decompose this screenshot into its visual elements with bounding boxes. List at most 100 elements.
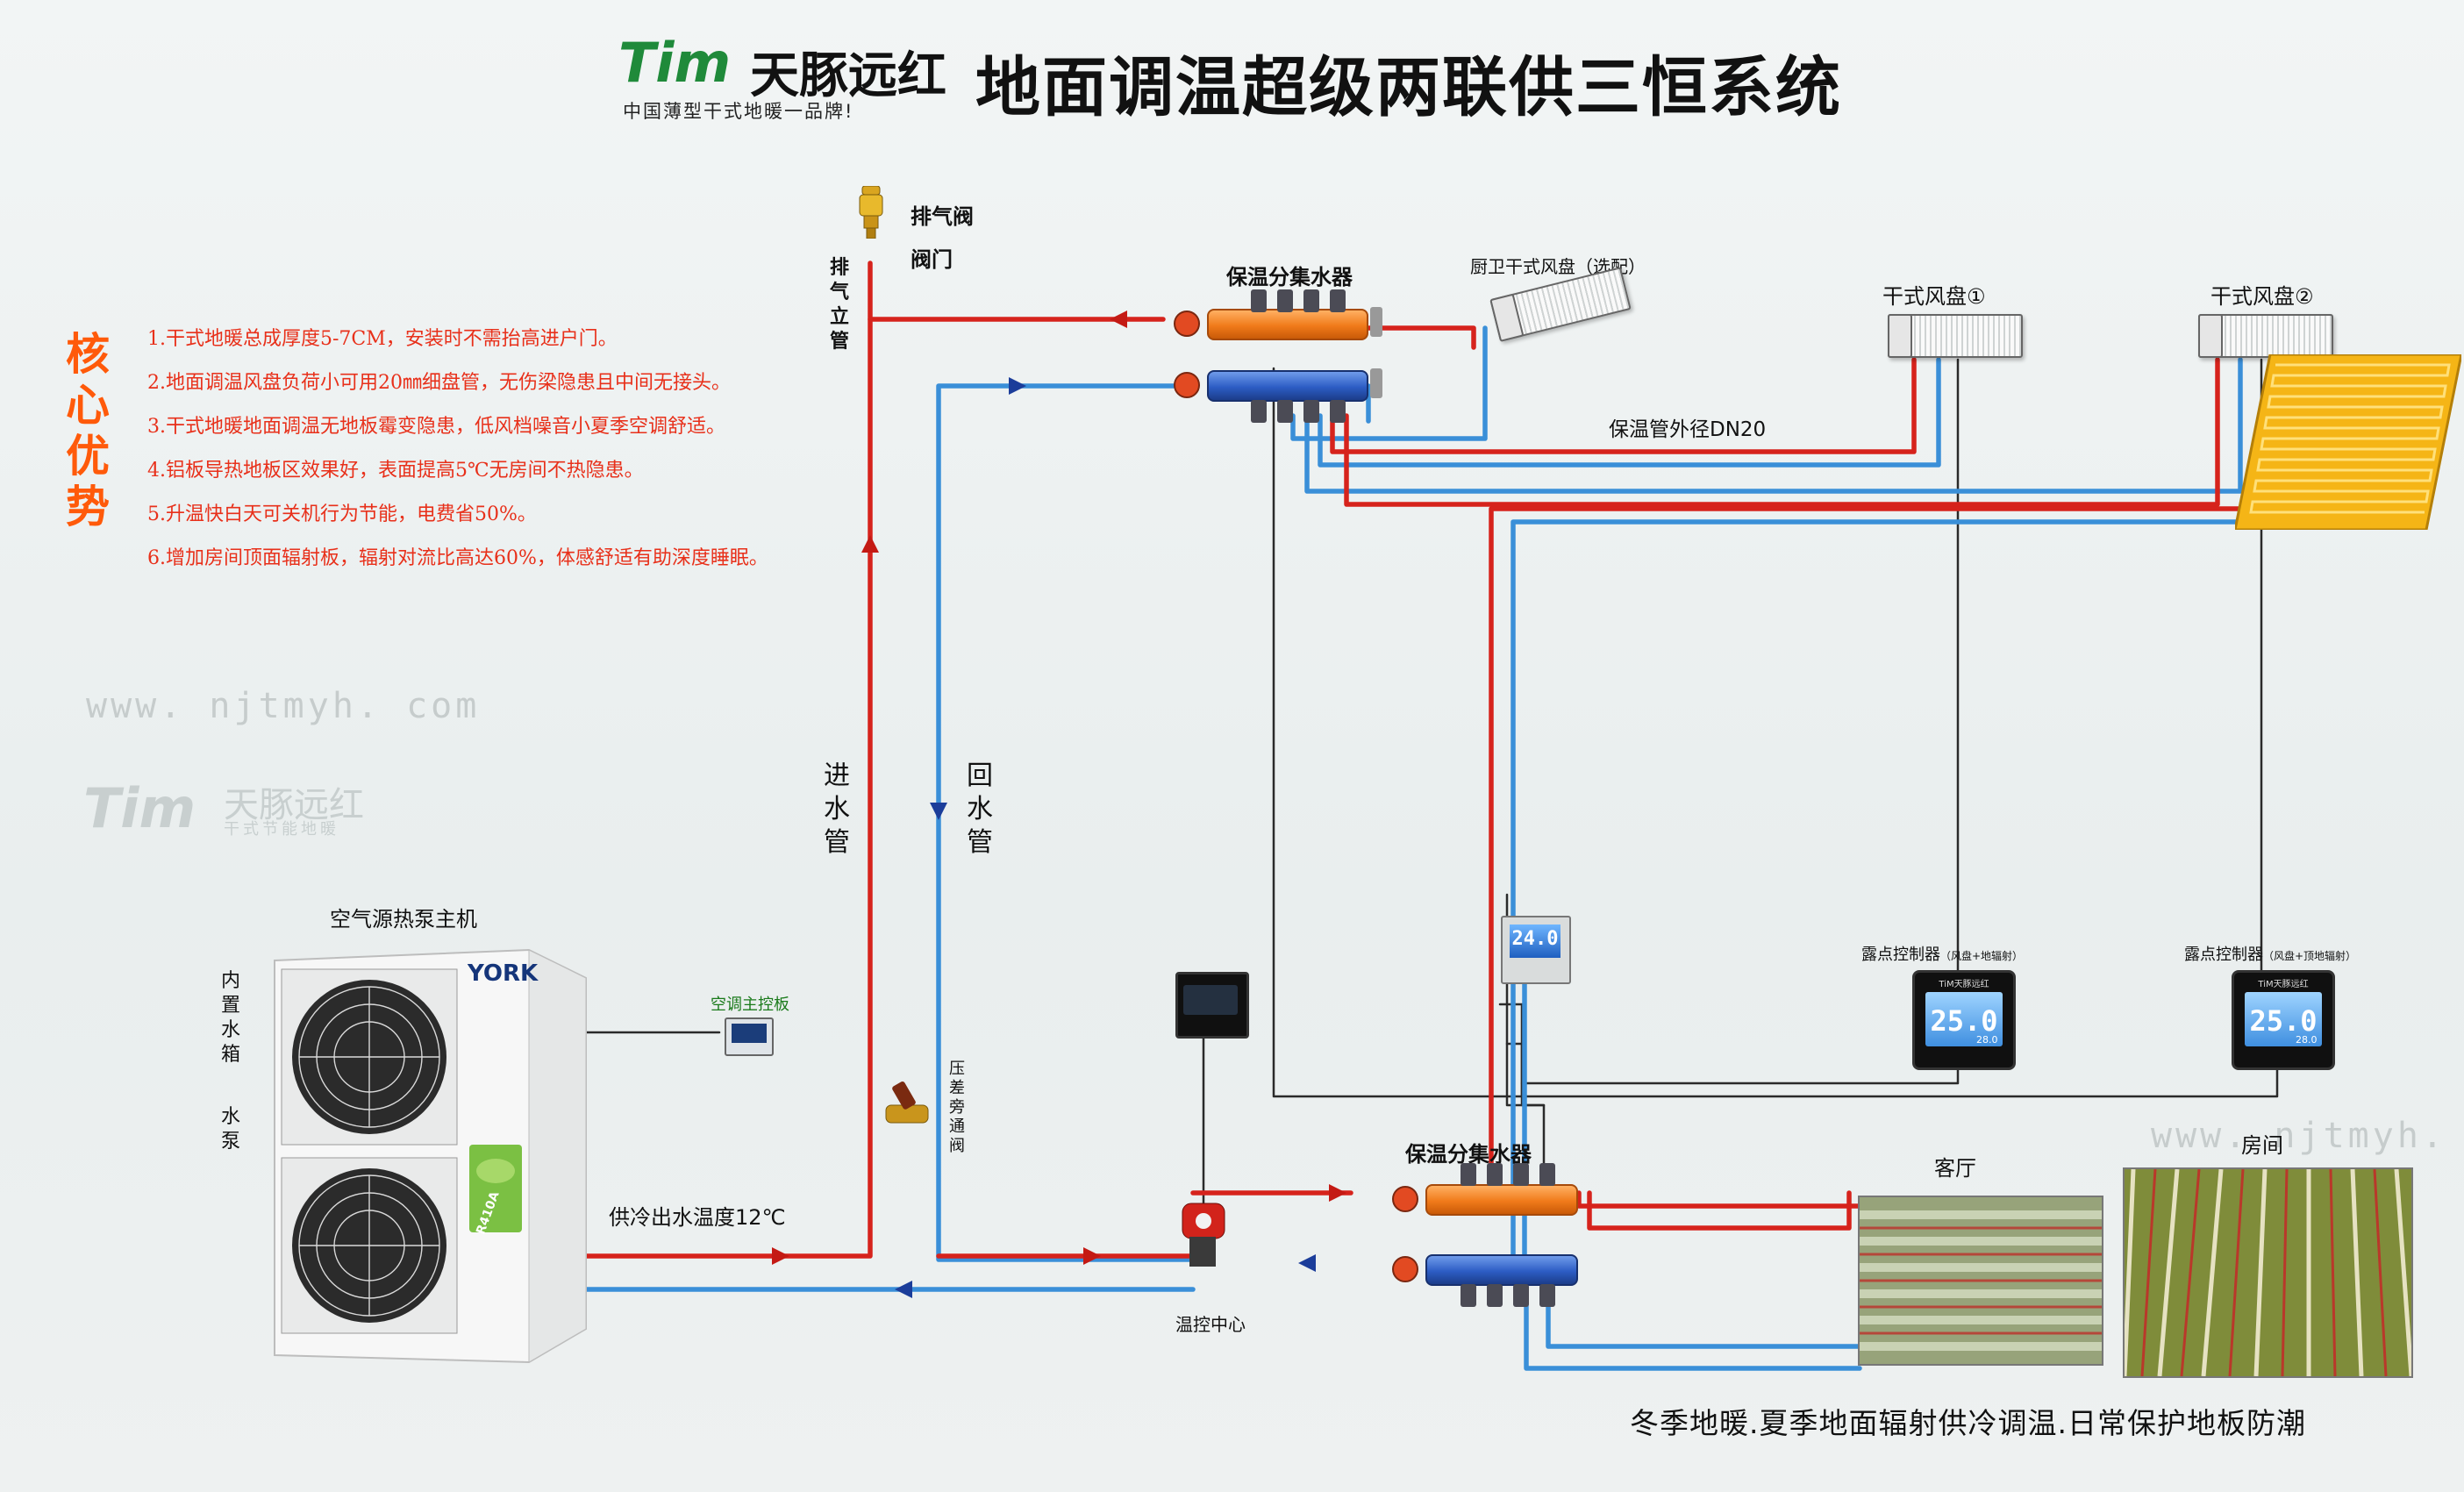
room-floor-photo <box>2123 1167 2413 1378</box>
advantage-item: 2.地面调温风盘负荷小可用20㎜细盘管，无伤梁隐患且中间无接头。 <box>147 372 731 394</box>
arrow-return-top <box>1009 377 1026 395</box>
fan-coil-2 <box>2198 314 2333 358</box>
manifold-bottom-label: 保温分集水器 <box>1405 1142 1532 1167</box>
advantages-heading: 核心优势 <box>66 328 110 532</box>
advantage-item: 1.干式地暖总成厚度5-7CM，安装时不需抬高进户门。 <box>147 328 618 350</box>
manifold-valve <box>1277 400 1293 423</box>
signal-wire-main <box>1272 367 1524 1098</box>
manifold-supply-bar <box>1425 1184 1578 1216</box>
manifold-valve <box>1303 289 1319 312</box>
fan-coil-2-label: 干式风盘② <box>2210 284 2314 309</box>
exhaust-valve-icon <box>856 185 886 239</box>
dew-controller-1-brand: TiM天豚远红 <box>1939 980 1989 989</box>
watermark-name: 天豚远红 <box>224 785 364 825</box>
main-control-board <box>725 1017 774 1056</box>
manifold-valve <box>1461 1163 1476 1186</box>
supply-fc1 <box>1330 357 1917 454</box>
manifold-valve <box>1251 400 1267 423</box>
center-thermostat-reading: 24.0 <box>1511 928 1559 950</box>
manifold-valve <box>1461 1284 1476 1307</box>
heat-pump-brand: YORK <box>468 960 539 987</box>
bottom-caption: 冬季地暖.夏季地面辐射供冷调温.日常保护地板防潮 <box>1630 1406 2306 1440</box>
pump-label: 水泵 <box>220 1106 240 1153</box>
watermark-url: www. njtmyh. com <box>86 686 481 726</box>
circulation-pump-icon <box>1177 1195 1230 1274</box>
advantage-item: 6.增加房间顶面辐射板，辐射对流比高达60%，体感舒适有助深度睡眠。 <box>147 547 768 569</box>
manifold-ball-valve <box>1392 1186 1418 1212</box>
manifold-valve <box>1487 1163 1503 1186</box>
living-room-label: 客厅 <box>1934 1156 1976 1181</box>
dew-controller-2: TiM天豚远红 25.0 28.0 <box>2232 970 2335 1070</box>
manifold-valve <box>1330 289 1346 312</box>
arrow-supply-lower <box>1083 1247 1101 1265</box>
return-pipes <box>581 325 2248 1371</box>
dew-controller-1-label: 露点控制器（风盘+地辐射） <box>1861 942 2023 965</box>
supply-riser <box>581 317 1166 1259</box>
dew-controller-1: TiM天豚远红 25.0 28.0 <box>1912 970 2016 1070</box>
arrow-return-down <box>930 803 947 820</box>
manifold-valve <box>1251 289 1267 312</box>
exhaust-valve-label: 排气阀 <box>911 204 974 229</box>
watermark-mark: Tim <box>83 776 196 840</box>
dew-controller-2-name: 露点控制器 <box>2184 946 2263 964</box>
signal-wire-dew1 <box>1520 1047 1960 1085</box>
page-title: 地面调温超级两联供三恒系统 <box>975 50 1842 125</box>
return-kitchen-coil <box>1290 325 1488 441</box>
arrow-return-pump <box>895 1281 912 1298</box>
return-fc1 <box>1318 357 1941 468</box>
supply-pipes <box>581 261 2248 1259</box>
heat-pump-label: 空气源热泵主机 <box>330 907 477 932</box>
supply-radiant-panel <box>1489 506 2248 1196</box>
manifold-valve <box>1277 289 1293 312</box>
supply-fc2 <box>1344 357 2220 507</box>
dew-controller-2-label: 露点控制器（风盘+顶地辐射） <box>2184 942 2356 965</box>
watermark-logo: Tim 天豚远红 干式节能地暖 <box>83 776 399 840</box>
advantage-item: 4.铝板导热地板区效果好，表面提高5℃无房间不热隐患。 <box>147 460 644 482</box>
watermark-sub: 干式节能地暖 <box>224 820 339 839</box>
living-room-floor-photo <box>1858 1196 2103 1366</box>
exhaust-riser-label: 排气立管 <box>829 257 849 353</box>
dew-controller-2-brand: TiM天豚远红 <box>2258 980 2309 989</box>
dew-controller-2-reading: 25.0 <box>2249 1004 2318 1038</box>
manifold-valve <box>1513 1163 1529 1186</box>
dew-controller-2-sub: 28.0 <box>2296 1034 2318 1046</box>
manifold-return-bar <box>1207 370 1368 402</box>
arrow-supply-top <box>1110 311 1127 328</box>
manifold-end-cap <box>1370 307 1382 337</box>
manifold-valve <box>1330 400 1346 423</box>
dew-controller-1-name: 露点控制器 <box>1861 946 1940 964</box>
dew-controller-1-sub: 28.0 <box>1976 1034 1998 1046</box>
manifold-return-bar <box>1425 1254 1578 1286</box>
manifold-supply-bar <box>1207 309 1368 340</box>
manifold-valve <box>1539 1163 1555 1186</box>
room-label: 房间 <box>2241 1133 2283 1158</box>
manifold-top-label: 保温分集水器 <box>1226 265 1353 289</box>
manifold-ball-valve <box>1174 311 1200 337</box>
return-radiant-panel <box>1511 519 2248 1276</box>
valve-label: 阀门 <box>911 247 953 272</box>
dew-controller-2-note: （风盘+顶地辐射） <box>2263 950 2357 962</box>
supply-pipe-label: 进水管 <box>824 760 850 858</box>
return-pipe-label: 回水管 <box>967 760 993 858</box>
supply-living <box>1587 1190 1852 1231</box>
return-room <box>1524 1278 1862 1371</box>
arrow-supply-pump <box>772 1247 789 1265</box>
manifold-valve <box>1303 400 1319 423</box>
fan-coil-1-label: 干式风盘① <box>1882 284 1986 309</box>
builtin-tank-label: 内置水箱 <box>220 970 240 1066</box>
return-fc2 <box>1304 357 2243 494</box>
pipe-diameter-label: 保温管外径DN20 <box>1609 418 1767 441</box>
manifold-valve <box>1513 1284 1529 1307</box>
radiant-ceiling-panel <box>2233 353 2463 532</box>
manifold-valve <box>1487 1284 1503 1307</box>
arrow-supply-up <box>861 535 879 553</box>
bypass-valve-icon <box>879 1079 935 1130</box>
arrow-return-lower <box>1298 1254 1316 1272</box>
logo-tagline: 中国薄型干式地暖一品牌! <box>623 101 854 122</box>
bypass-valve-label: 压差旁通阀 <box>949 1060 965 1155</box>
return-riser <box>936 383 1200 1262</box>
supply-room <box>1576 1190 1862 1209</box>
manifold-bottom <box>1382 1163 1601 1308</box>
center-thermostat: 24.0 <box>1501 916 1571 984</box>
